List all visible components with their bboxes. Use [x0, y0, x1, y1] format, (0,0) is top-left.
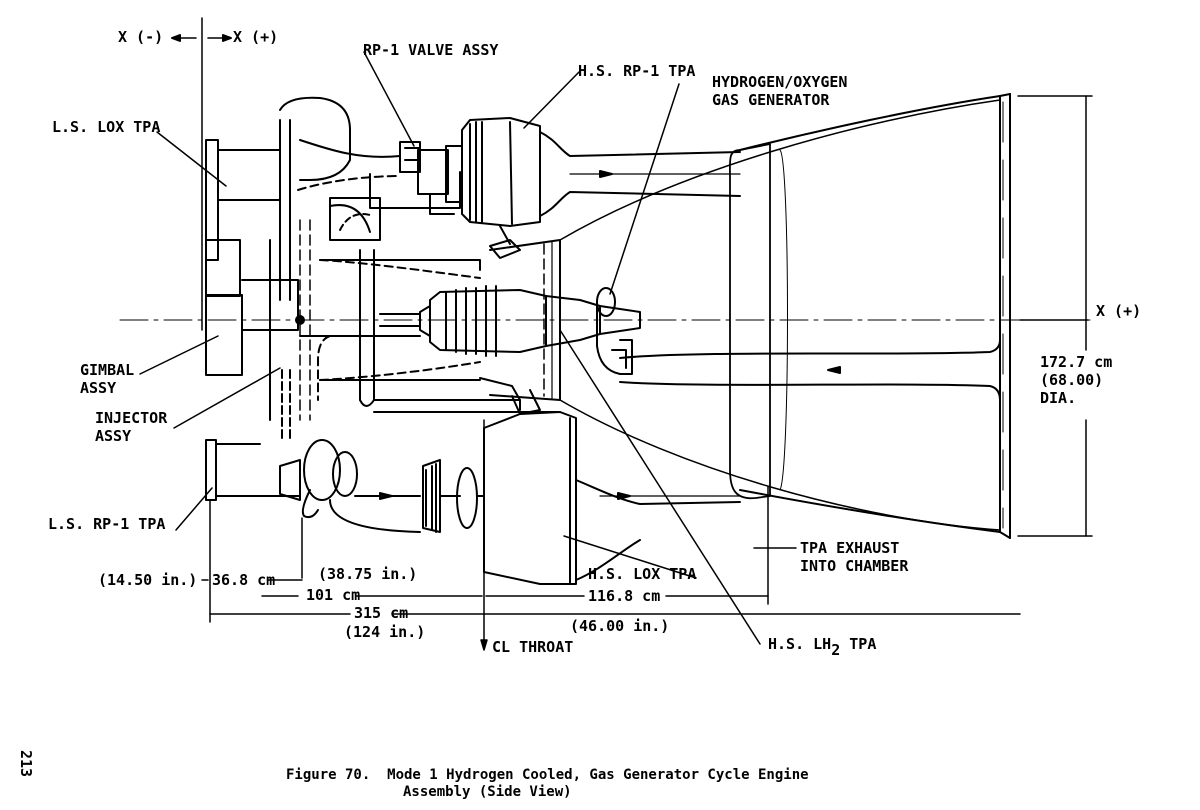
tpa-exhaust-label-1: TPA EXHAUST [800, 539, 900, 557]
injector-assy-label-1: INJECTOR [95, 409, 168, 427]
x-plus-top-label: X (+) [233, 28, 279, 46]
hs-lh2-tpa-prefix: H.S. LH [768, 635, 832, 653]
page-number: 213 [17, 750, 35, 778]
x-axis-reference [119, 17, 1091, 331]
gimbal-assy-label-1: GIMBAL [80, 361, 135, 379]
nozzle [559, 93, 1011, 539]
gas-generator [596, 287, 633, 375]
ls-rp1-tpa-label: L.S. RP-1 TPA [48, 515, 166, 533]
thrust-chamber [379, 239, 641, 401]
figure-caption-line-2: Assembly (Side View) [403, 784, 572, 800]
rp1-valve-assy-label: RP-1 VALVE ASSY [363, 41, 499, 59]
dim-116-8-cm-label: 116.8 cm [588, 587, 661, 605]
gas-generator-label-1: HYDROGEN/OXYGEN [712, 73, 848, 91]
ls-lox-tpa [205, 96, 461, 301]
diameter-cm-label: 172.7 cm [1040, 353, 1113, 371]
cl-throat-label: CL THROAT [492, 638, 574, 656]
ls-lox-tpa-label: L.S. LOX TPA [52, 118, 161, 136]
hs-lh2-tpa-subscript: 2 [831, 641, 841, 659]
hs-rp1-tpa [461, 117, 741, 227]
ls-rp1-tpa [205, 439, 421, 533]
dimension-lines [201, 95, 1093, 651]
dim-124-in-label: (124 in.) [344, 623, 426, 641]
hs-lox-tpa-label: H.S. LOX TPA [588, 565, 697, 583]
hs-lh2-tpa-label: H.S. LH2 TPA [768, 635, 877, 659]
figure-caption-line-1: Figure 70. Mode 1 Hydrogen Cooled, Gas G… [286, 767, 809, 783]
gimbal-assy [205, 219, 311, 421]
x-minus-label: X (-) [118, 28, 164, 46]
injector-assy-label-2: ASSY [95, 427, 132, 445]
gas-generator-label-2: GAS GENERATOR [712, 91, 830, 109]
leader-lines [139, 51, 797, 645]
diameter-unit-label: DIA. [1040, 389, 1077, 407]
hs-lox-tpa [354, 411, 741, 585]
injector-assy [281, 369, 291, 441]
tpa-exhaust-label-2: INTO CHAMBER [800, 557, 909, 575]
dim-315-cm-label: 315 cm [354, 604, 409, 622]
dim-14-50-in-label: (14.50 in.) [98, 571, 198, 589]
dim-101-cm-label: 101 cm [306, 586, 361, 604]
dim-46-00-in-label: (46.00 in.) [570, 617, 670, 635]
hs-lh2-tpa-suffix: TPA [840, 635, 877, 653]
dim-36-8-cm-label: 36.8 cm [212, 571, 276, 589]
gimbal-assy-label-2: ASSY [80, 379, 117, 397]
rp1-valve-assy [399, 141, 463, 215]
x-plus-right-label: X (+) [1096, 302, 1142, 320]
thrust-frame [299, 225, 561, 415]
diameter-in-label: (68.00) [1040, 371, 1104, 389]
dim-38-75-in-label: (38.75 in.) [318, 565, 418, 583]
hs-rp1-tpa-label: H.S. RP-1 TPA [578, 62, 696, 80]
